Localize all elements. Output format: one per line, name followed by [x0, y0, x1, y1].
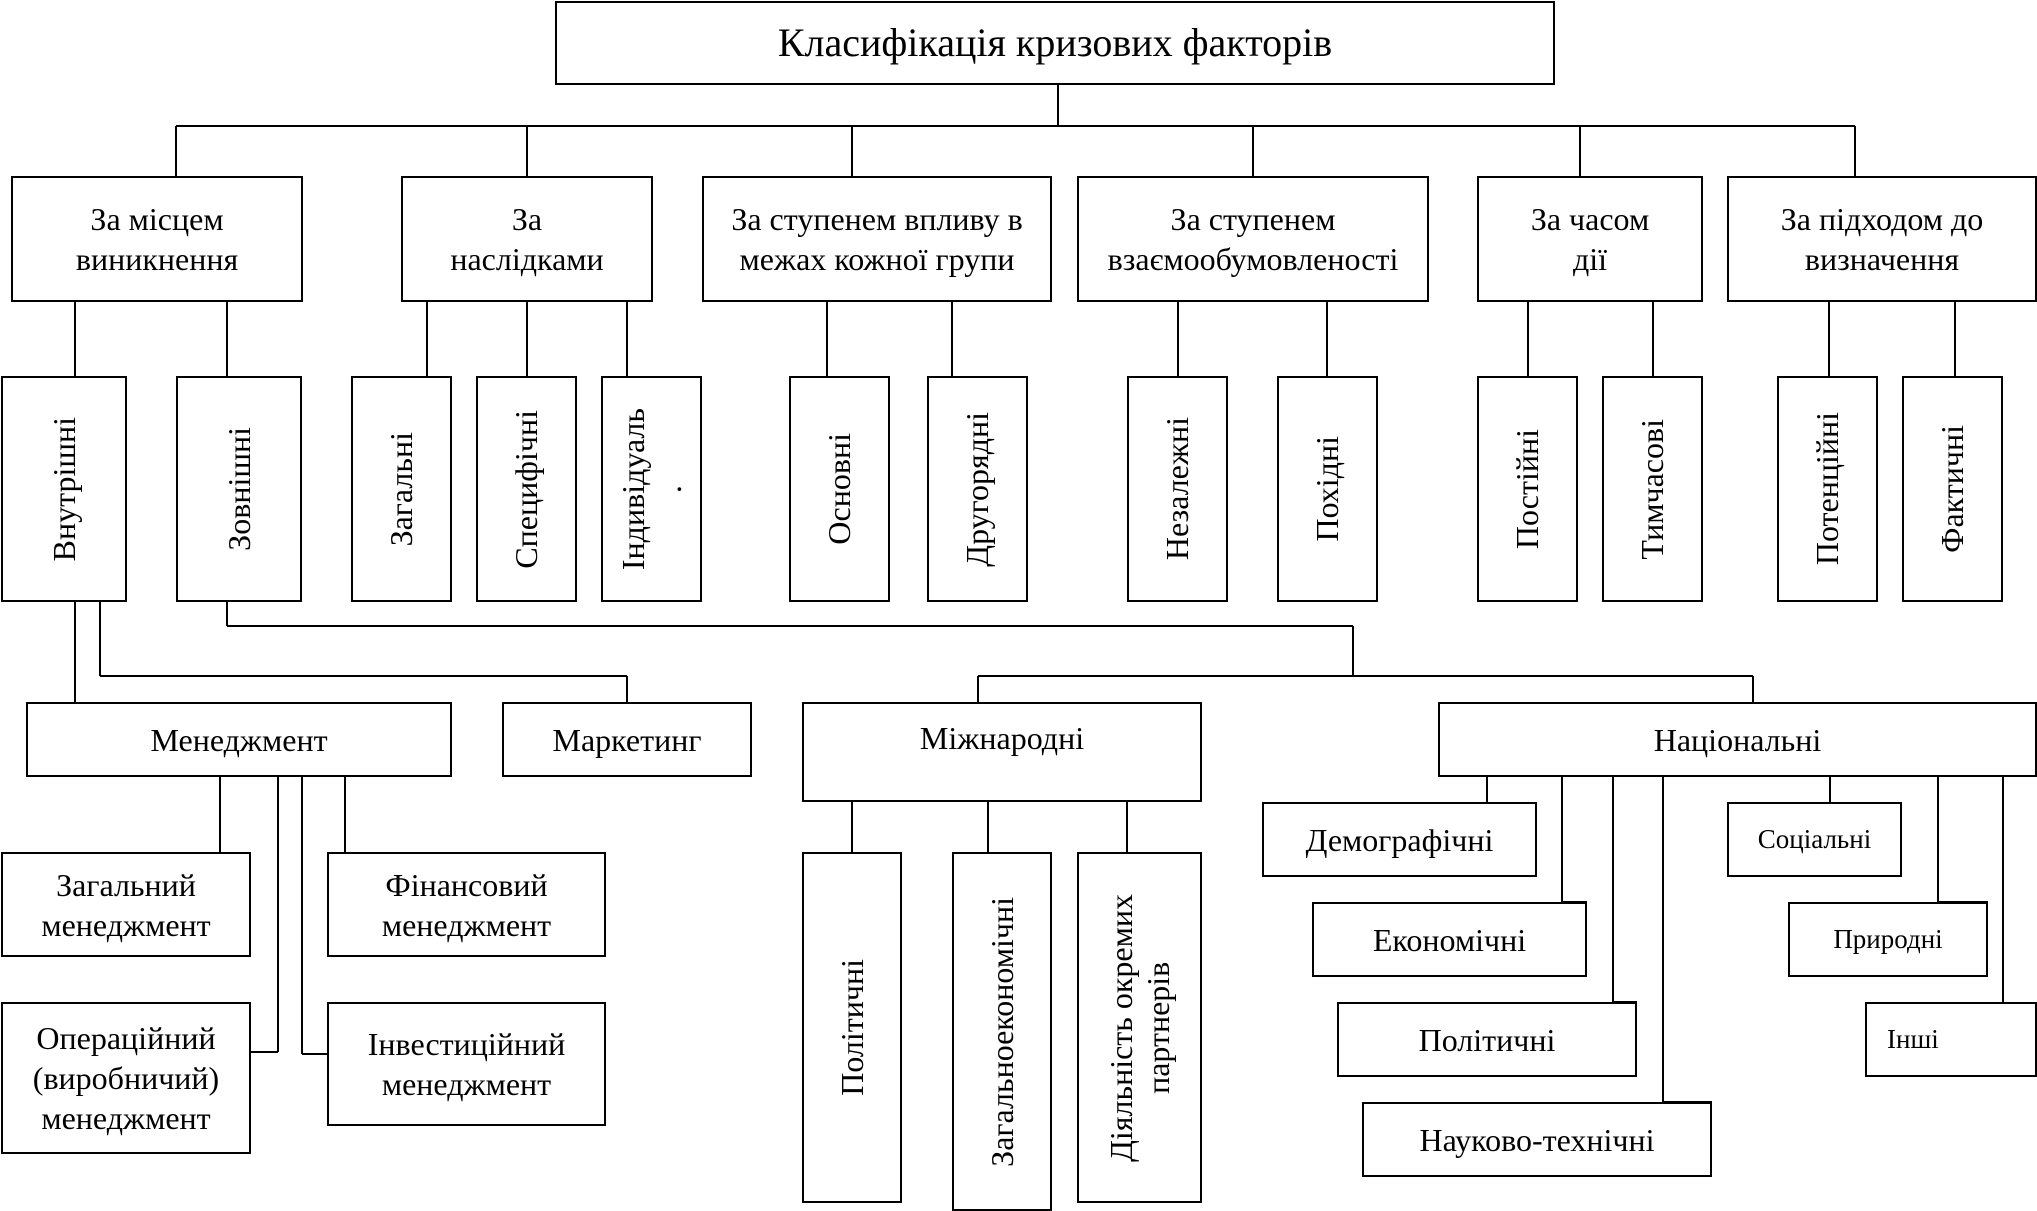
- leaf-actual: Фактичні: [1902, 376, 2003, 602]
- leaf-independent: Незалежні: [1127, 376, 1228, 602]
- leaf-derived: Похідні: [1277, 376, 1378, 602]
- box-demographic: Демографічні: [1262, 802, 1537, 877]
- box-scientific-technical: Науково-технічні: [1362, 1102, 1712, 1177]
- leaf-secondary: Другорядні: [927, 376, 1028, 602]
- leaf-specific: Специфічні: [476, 376, 577, 602]
- box-general-management: Загальний менеджмент: [1, 852, 251, 957]
- box-general-economic: Загальноекономічні: [952, 852, 1052, 1211]
- diagram-title: Класифікація кризових факторів: [555, 1, 1555, 85]
- box-financial-management: Фінансовий менеджмент: [327, 852, 606, 957]
- leaf-permanent: Постійні: [1477, 376, 1578, 602]
- group-by-consequences: За наслідками: [401, 176, 653, 302]
- leaf-main: Основні: [789, 376, 890, 602]
- group-by-time: За часом дії: [1477, 176, 1703, 302]
- box-political-international: Політичні: [802, 852, 902, 1203]
- group-by-interdependence: За ступенем взаємообумовленості: [1077, 176, 1429, 302]
- group-by-influence: За ступенем впливу в межах кожної групи: [702, 176, 1052, 302]
- box-social: Соціальні: [1727, 802, 1902, 877]
- group-by-approach: За підходом до визначення: [1727, 176, 2037, 302]
- leaf-internal: Внутрішні: [1, 376, 127, 602]
- box-operational-management: Операційний (виробничий) менеджмент: [1, 1002, 251, 1154]
- box-natural: Природні: [1788, 902, 1988, 977]
- box-partners-activity: Діяльність окремих партнерів: [1077, 852, 1202, 1203]
- leaf-individual: Індивідуаль .: [601, 376, 702, 602]
- box-political-national: Політичні: [1337, 1002, 1637, 1077]
- box-national: Національні: [1438, 702, 2037, 777]
- leaf-potential: Потенційні: [1777, 376, 1878, 602]
- box-investment-management: Інвестиційний менеджмент: [327, 1002, 606, 1126]
- leaf-external: Зовнішні: [176, 376, 302, 602]
- box-economic: Економічні: [1312, 902, 1587, 977]
- group-by-place: За місцем виникнення: [11, 176, 303, 302]
- box-other: Інші: [1865, 1002, 2037, 1077]
- leaf-general: Загальні: [351, 376, 452, 602]
- leaf-temporary: Тимчасові: [1602, 376, 1703, 602]
- box-international: Міжнародні: [802, 702, 1202, 802]
- box-management: Менеджмент: [26, 702, 452, 777]
- box-marketing: Маркетинг: [502, 702, 752, 777]
